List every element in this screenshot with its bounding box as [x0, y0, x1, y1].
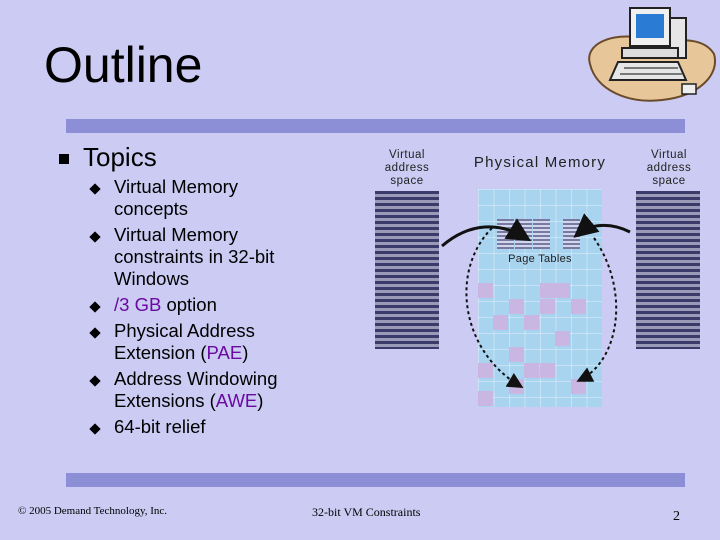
footer-title: 32-bit VM Constraints	[312, 505, 421, 519]
left-virtual-address-label: Virtual address space	[384, 149, 430, 187]
memory-page	[478, 363, 493, 378]
memory-page	[478, 391, 493, 406]
bottom-accent-bar	[66, 473, 685, 487]
bullet-item: Virtual Memory constraints in 32-bit Win…	[114, 224, 275, 289]
memory-page	[571, 299, 586, 314]
page-tables-label: Page Tables	[508, 253, 572, 265]
memory-page	[540, 299, 555, 314]
diamond-bullet-icon	[89, 423, 101, 435]
memory-page	[540, 283, 555, 298]
memory-page	[555, 331, 570, 346]
memory-page	[493, 315, 508, 330]
square-bullet-icon	[59, 154, 69, 164]
memory-page	[509, 347, 524, 362]
memory-page	[555, 283, 570, 298]
page-number: 2	[673, 509, 680, 524]
memory-page	[524, 315, 539, 330]
memory-page	[524, 363, 539, 378]
right-virtual-address-label: Virtual address space	[646, 149, 692, 187]
physical-memory-label: Physical Memory	[473, 154, 607, 171]
page-table-frame	[533, 219, 550, 249]
bullet-item: Virtual Memory concepts	[114, 176, 239, 219]
right-virtual-address-space	[636, 191, 700, 349]
memory-page	[509, 299, 524, 314]
computer-clipart-icon	[588, 7, 717, 102]
bullet-item: Physical Address Extension (PAE)	[114, 320, 255, 363]
diamond-bullet-icon	[89, 231, 101, 243]
slide-title: Outline	[44, 37, 203, 93]
diamond-bullet-icon	[89, 301, 101, 313]
diamond-bullet-icon	[89, 183, 101, 195]
memory-page	[478, 283, 493, 298]
memory-page	[540, 363, 555, 378]
top-accent-bar	[66, 119, 685, 133]
footer-copyright: © 2005 Demand Technology, Inc.	[18, 505, 168, 517]
topics-heading: Topics	[83, 142, 157, 172]
diamond-bullet-icon	[89, 327, 101, 339]
bullet-item: 64-bit relief	[114, 416, 206, 437]
bullet-item: /3 GB option	[114, 294, 217, 315]
bullet-item: Address Windowing Extensions (AWE)	[114, 368, 278, 411]
diamond-bullet-icon	[89, 375, 101, 387]
curved-arrow-icon	[441, 213, 631, 389]
memory-page	[571, 379, 586, 394]
left-virtual-address-space	[375, 191, 439, 349]
